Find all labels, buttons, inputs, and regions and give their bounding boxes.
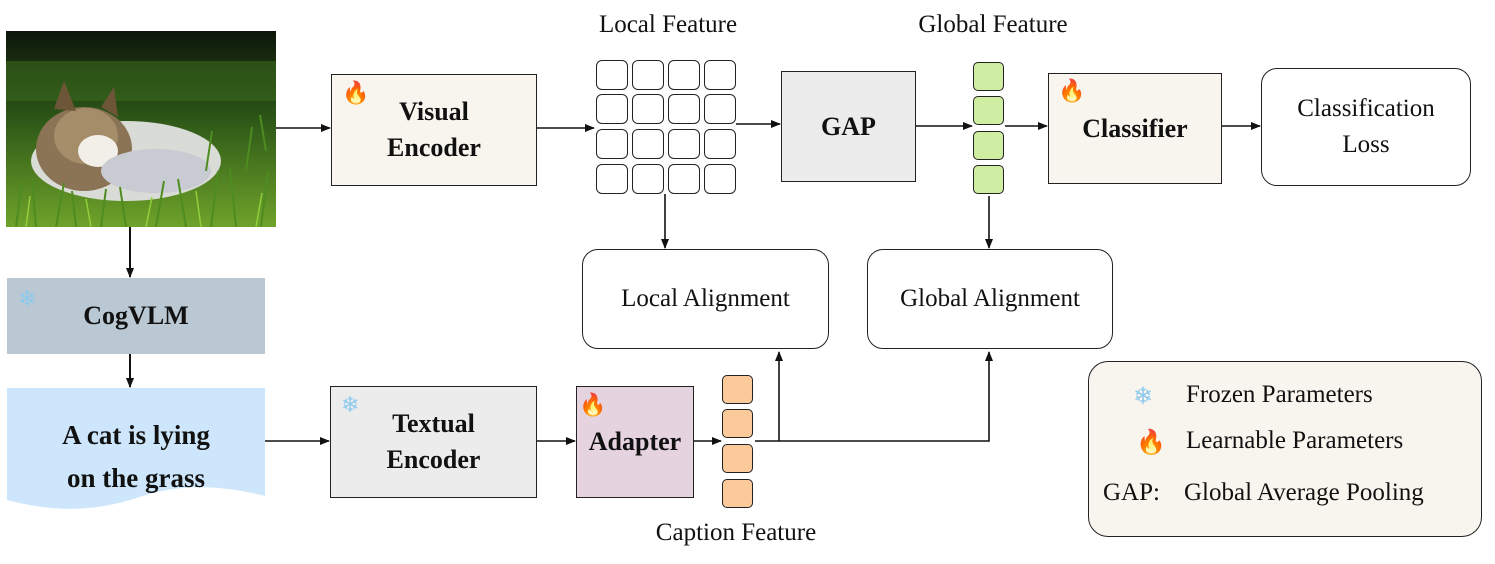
caption-feature-vector xyxy=(722,375,754,510)
fire-icon: 🔥 xyxy=(1058,78,1086,103)
fire-icon: 🔥 xyxy=(342,80,370,105)
visual-encoder-box: Visual Encoder xyxy=(331,74,537,186)
caption-document: A cat is lying on the grass xyxy=(7,388,265,513)
snowflake-icon: ❄ xyxy=(18,286,37,311)
caption-text: A cat is lying on the grass xyxy=(62,420,210,493)
adapter-box: Adapter xyxy=(576,386,694,498)
global-feature-label: Global Feature xyxy=(918,11,1068,38)
legend-learnable-label: Learnable Parameters xyxy=(1186,427,1404,454)
textual-encoder-label: Textual Encoder xyxy=(386,409,481,474)
global-alignment-box: Global Alignment xyxy=(867,249,1113,349)
legend-gap-key: GAP: xyxy=(1103,479,1160,506)
classifier-box: Classifier xyxy=(1048,73,1222,184)
legend-box: ❄ Frozen Parameters 🔥 Learnable Paramete… xyxy=(1088,361,1482,537)
snowflake-icon: ❄ xyxy=(1133,384,1154,410)
cogvlm-box: CogVLM xyxy=(7,278,265,354)
classification-loss-label: Classification Loss xyxy=(1297,95,1435,158)
gap-label: GAP xyxy=(821,111,876,141)
visual-encoder-label: Visual Encoder xyxy=(387,97,481,162)
classifier-label: Classifier xyxy=(1082,113,1188,143)
fire-icon: 🔥 xyxy=(1136,430,1166,456)
legend-frozen-label: Frozen Parameters xyxy=(1186,381,1373,408)
local-alignment-label: Local Alignment xyxy=(621,285,790,312)
local-feature-grid xyxy=(596,60,736,195)
global-feature-vector xyxy=(973,62,1005,196)
cogvlm-label: CogVLM xyxy=(83,301,189,330)
cat-image xyxy=(6,31,276,228)
textual-encoder-box: Textual Encoder xyxy=(330,386,537,498)
legend-gap-value: Global Average Pooling xyxy=(1184,479,1424,506)
local-alignment-box: Local Alignment xyxy=(582,249,829,349)
local-feature-label: Local Feature xyxy=(598,11,738,38)
global-alignment-label: Global Alignment xyxy=(900,285,1080,312)
gap-box: GAP xyxy=(781,71,916,182)
classification-loss-box: Classification Loss xyxy=(1261,68,1471,186)
caption-feature-label: Caption Feature xyxy=(655,519,817,546)
snowflake-icon: ❄ xyxy=(341,392,360,417)
adapter-label: Adapter xyxy=(588,427,682,456)
fire-icon: 🔥 xyxy=(579,392,607,417)
